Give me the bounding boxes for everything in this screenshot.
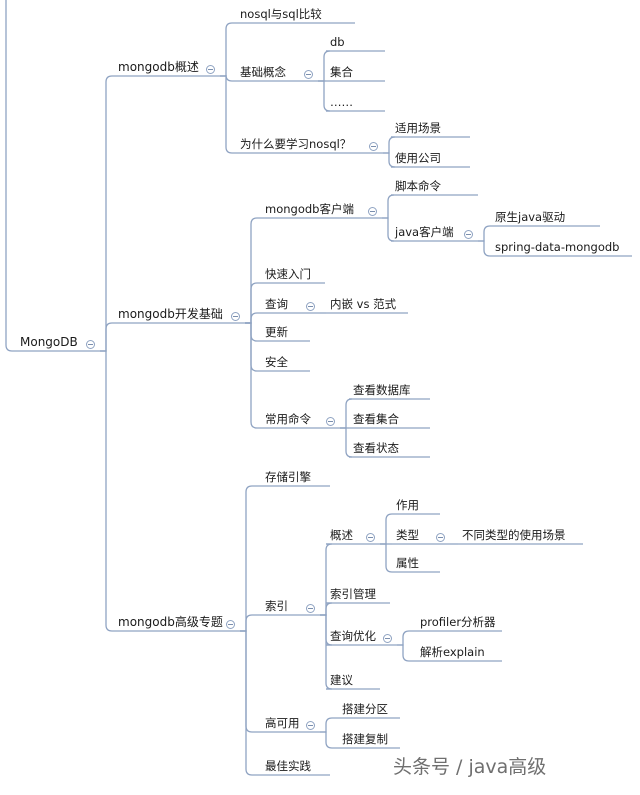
collapse-icon[interactable] — [304, 70, 313, 79]
collapse-icon[interactable] — [306, 604, 315, 613]
collapse-icon[interactable] — [369, 142, 378, 151]
topic-node[interactable]: profiler分析器 — [420, 615, 496, 629]
topic-node[interactable]: 索引 — [265, 599, 288, 613]
topic-node[interactable]: spring-data-mongodb — [495, 240, 620, 254]
connector-b1-c5 — [245, 322, 261, 429]
topic-node[interactable]: db — [330, 35, 345, 49]
collapse-icon[interactable] — [206, 65, 215, 74]
topic-node[interactable]: 查询优化 — [330, 629, 376, 643]
connector-b2-c1-c0 — [320, 543, 333, 616]
collapse-icon[interactable] — [383, 634, 392, 643]
connector-b0-c2-c0 — [383, 136, 396, 154]
connector-b2-c1-c2-c0 — [397, 630, 416, 646]
topic-node[interactable]: java客户端 — [395, 225, 454, 239]
connector-b2-c1-c2-c1 — [397, 644, 416, 662]
topic-node[interactable]: 原生java驱动 — [495, 210, 566, 224]
topic-node[interactable]: 内嵌 vs 范式 — [330, 297, 397, 311]
collapse-icon[interactable] — [226, 620, 235, 629]
connector-b0-c0 — [220, 22, 236, 77]
connector-b1-c0-c0 — [382, 194, 395, 219]
topic-node[interactable]: 概述 — [330, 528, 353, 542]
connector-b2-c1 — [240, 614, 261, 632]
connector-b2-c0 — [240, 485, 261, 632]
topic-node[interactable]: nosql与sql比较 — [240, 7, 322, 21]
root-edge-line — [5, 0, 16, 352]
connector-b2-c1-c0-c2 — [380, 543, 393, 573]
connector-b1 — [100, 322, 114, 352]
watermark: 头条号 / java高级 — [393, 756, 547, 778]
connector-b1-c0-c1-c0 — [478, 225, 491, 242]
connector-b0-c1-c0 — [318, 50, 331, 82]
topic-node[interactable]: 查看数据库 — [353, 383, 411, 397]
topic-node[interactable]: 作用 — [396, 498, 419, 512]
connector-b0-c2 — [220, 75, 236, 154]
topic-node[interactable]: …… — [330, 95, 353, 109]
topic-node[interactable]: 查看状态 — [353, 441, 399, 455]
topic-node[interactable]: 查询 — [265, 297, 288, 311]
connector-b1-c0-c1-c1 — [478, 240, 491, 257]
topic-node[interactable]: 搭建复制 — [342, 732, 388, 746]
topic-node[interactable]: 快速入门 — [265, 267, 311, 281]
topic-node[interactable]: 属性 — [396, 556, 419, 570]
connector-b1-c4 — [245, 322, 261, 372]
collapse-icon[interactable] — [436, 533, 445, 542]
topic-node[interactable]: 集合 — [330, 65, 353, 79]
topic-node[interactable]: 查看集合 — [353, 412, 399, 426]
topic-node[interactable]: 类型 — [396, 528, 419, 542]
connector-b0 — [100, 75, 114, 352]
topic-node[interactable]: 高可用 — [265, 716, 300, 730]
connector-b2-c2-c1 — [320, 731, 338, 749]
collapse-icon[interactable] — [86, 340, 95, 349]
topic-node[interactable]: 常用命令 — [265, 412, 311, 426]
topic-node[interactable]: 存储引擎 — [265, 470, 311, 484]
topic-node[interactable]: 搭建分区 — [342, 702, 388, 716]
connector-b2 — [100, 350, 114, 632]
connector-b1-c2 — [245, 312, 261, 324]
connector-b1-c5-c0 — [340, 398, 353, 429]
topic-node[interactable]: 脚本命令 — [395, 179, 441, 193]
connector-b1-c0-c1 — [382, 217, 395, 242]
topic-node[interactable]: mongodb高级专题 — [118, 615, 223, 629]
topic-node[interactable]: 为什么要学习nosql？ — [240, 137, 352, 151]
connector-b1-c3 — [245, 322, 261, 342]
connector-b2-c1-c0-c0 — [380, 513, 393, 545]
topic-node[interactable]: 使用公司 — [395, 151, 441, 165]
connector-b1-c5-c2 — [340, 427, 353, 458]
connector-b0-c1 — [220, 74, 236, 82]
collapse-icon[interactable] — [326, 417, 335, 426]
topic-node[interactable]: 安全 — [265, 355, 288, 369]
topic-node[interactable]: 建议 — [330, 673, 353, 687]
connector-b1-c0 — [245, 217, 261, 324]
collapse-icon[interactable] — [366, 533, 375, 542]
collapse-icon[interactable] — [306, 721, 315, 730]
root-node[interactable]: MongoDB — [20, 335, 78, 349]
connector-b0-c2-c1 — [383, 152, 396, 168]
topic-node[interactable]: 不同类型的使用场景 — [462, 528, 566, 542]
connector-b2-c3 — [240, 630, 261, 776]
topic-node[interactable]: 最佳实践 — [265, 759, 311, 773]
topic-node[interactable]: 索引管理 — [330, 587, 376, 601]
topic-node[interactable]: mongodb开发基础 — [118, 307, 223, 321]
topic-node[interactable]: 解析explain — [420, 645, 485, 659]
topic-node[interactable]: mongodb客户端 — [265, 202, 354, 216]
collapse-icon[interactable] — [464, 230, 473, 239]
collapse-icon[interactable] — [368, 207, 377, 216]
connector-b1-c1 — [245, 282, 261, 324]
connector-b2-c2-c0 — [320, 717, 338, 733]
topic-node[interactable]: 基础概念 — [240, 65, 286, 79]
connector-b2-c2 — [240, 630, 261, 733]
topic-node[interactable]: 适用场景 — [395, 121, 441, 135]
topic-node[interactable]: 更新 — [265, 325, 288, 339]
topic-node[interactable]: mongodb概述 — [118, 60, 199, 74]
connector-b0-c1-c2 — [318, 80, 331, 112]
collapse-icon[interactable] — [231, 312, 240, 321]
collapse-icon[interactable] — [306, 302, 315, 311]
